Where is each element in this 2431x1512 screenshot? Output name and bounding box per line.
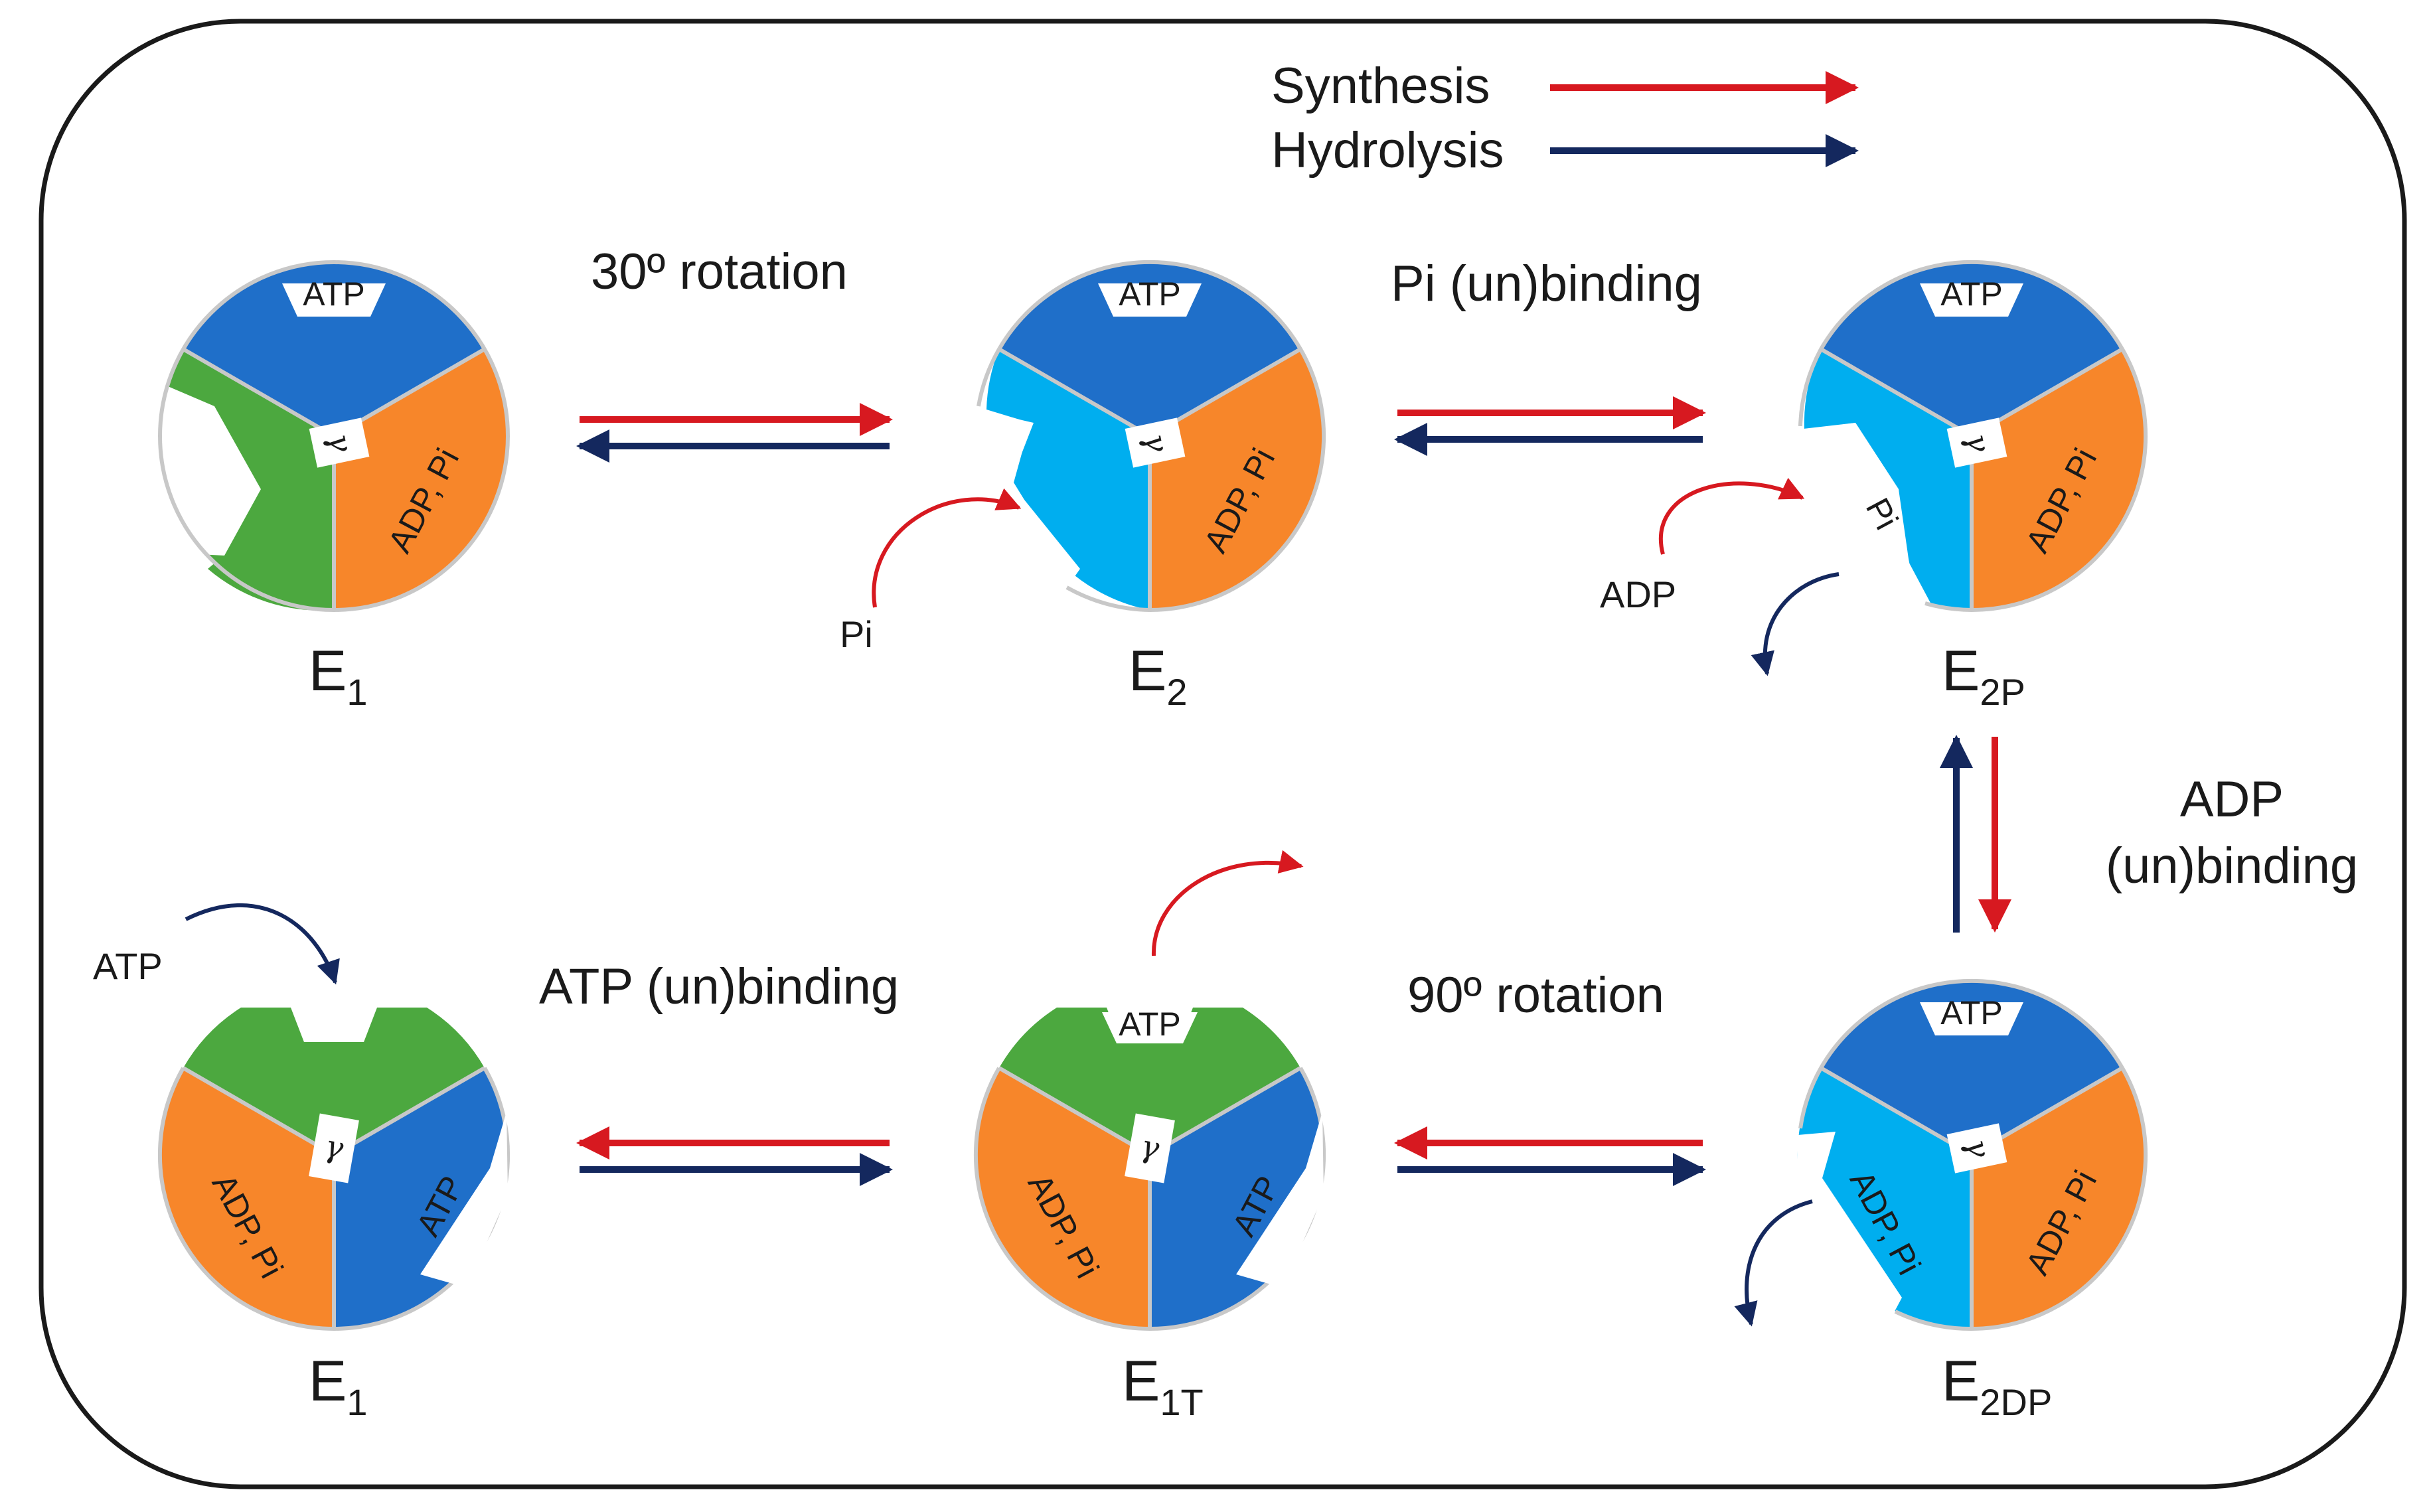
atp-label: ATP xyxy=(303,275,365,313)
state-name-e1-bottom: E1 xyxy=(309,1349,368,1423)
ligand-adp-pi-out-arrow xyxy=(1734,1199,1813,1327)
gamma-subunit xyxy=(1946,417,2007,468)
segment-orange xyxy=(1972,1068,2146,1329)
ligand-pi-label: Pi xyxy=(840,613,873,655)
state-e1-bottom: ATP γ ADP, Pi xyxy=(157,1008,510,1331)
segment-orange xyxy=(159,1068,334,1329)
state-e2dp: ATP γ ADP, Pi ADP, Pi xyxy=(1797,978,2148,1331)
atp-label: ATP xyxy=(1940,275,2003,313)
ligand-atp-in: ATP xyxy=(93,903,340,987)
transition-30-rotation: 30º rotation xyxy=(576,244,893,463)
atp-pocket xyxy=(282,283,386,317)
gamma-subunit xyxy=(1125,1113,1175,1183)
legend-synthesis-label: Synthesis xyxy=(1271,58,1490,114)
transition-atp-binding: ATP (un)binding xyxy=(539,958,899,1186)
state-name-e2: E2 xyxy=(1129,639,1188,713)
segment-orange xyxy=(1150,349,1324,610)
segment-orange xyxy=(334,349,509,610)
transition-label-atp-binding: ATP (un)binding xyxy=(539,958,899,1015)
gamma-subunit xyxy=(309,1113,359,1183)
notch-cut xyxy=(160,383,261,556)
transition-adp-binding: ADP (un)binding xyxy=(1940,735,2358,933)
ligand-atp-label: ATP xyxy=(93,945,163,987)
state-name-e2p: E2P xyxy=(1942,639,2025,713)
gamma-subunit xyxy=(1125,417,1186,468)
segment-light-blue xyxy=(1804,349,1972,610)
state-e2: ATP γ ADP, Pi xyxy=(976,260,1326,612)
gamma-subunit xyxy=(309,417,370,468)
state-e1t: ATP ATP γ ADP, Pi xyxy=(973,1006,1326,1331)
atp-pocket xyxy=(420,1112,508,1288)
segment-orange xyxy=(975,1068,1150,1329)
atp-label: ATP xyxy=(1119,275,1181,313)
segment-green-top xyxy=(183,1008,485,1155)
state-e2p: ATP γ ADP, Pi Pi xyxy=(1798,260,2148,613)
ligand-atp-out-arrow xyxy=(1151,850,1304,956)
transition-label-adp-line1: ADP xyxy=(2180,771,2284,828)
state-name-e1-top: E1 xyxy=(309,639,368,713)
transition-label-pi-binding: Pi (un)binding xyxy=(1391,256,1702,312)
state-e1-top: ATP γ ADP, Pi xyxy=(158,260,510,612)
atp-label: ATP xyxy=(1940,994,2003,1031)
diagram-frame xyxy=(39,19,2407,1489)
segment-orange xyxy=(1972,349,2146,610)
ligand-adp-in: ADP xyxy=(1600,477,1805,615)
transition-label-adp-line2: (un)binding xyxy=(2106,838,2358,894)
transition-90-rotation: 90º rotation xyxy=(1394,967,1706,1186)
atp-pocket xyxy=(1236,1112,1324,1288)
segment-green-top xyxy=(999,1008,1300,1155)
ligand-pi-out-arrow xyxy=(1751,572,1840,676)
gamma-subunit xyxy=(1946,1123,2007,1173)
ligand-adp-label: ADP xyxy=(1600,573,1676,615)
state-name-e1t: E1T xyxy=(1122,1349,1204,1423)
state-name-e2dp: E2DP xyxy=(1942,1349,2052,1423)
legend-hydrolysis-label: Hydrolysis xyxy=(1271,122,1504,179)
ligand-pi-in: Pi xyxy=(840,488,1022,655)
atp-top-label: ATP xyxy=(1119,1006,1181,1043)
legend: Synthesis Hydrolysis xyxy=(1271,58,1859,179)
transition-label-30-rotation: 30º rotation xyxy=(591,244,848,300)
transition-label-90-rotation: 90º rotation xyxy=(1407,967,1664,1023)
transition-pi-binding: Pi (un)binding xyxy=(1391,256,1706,456)
